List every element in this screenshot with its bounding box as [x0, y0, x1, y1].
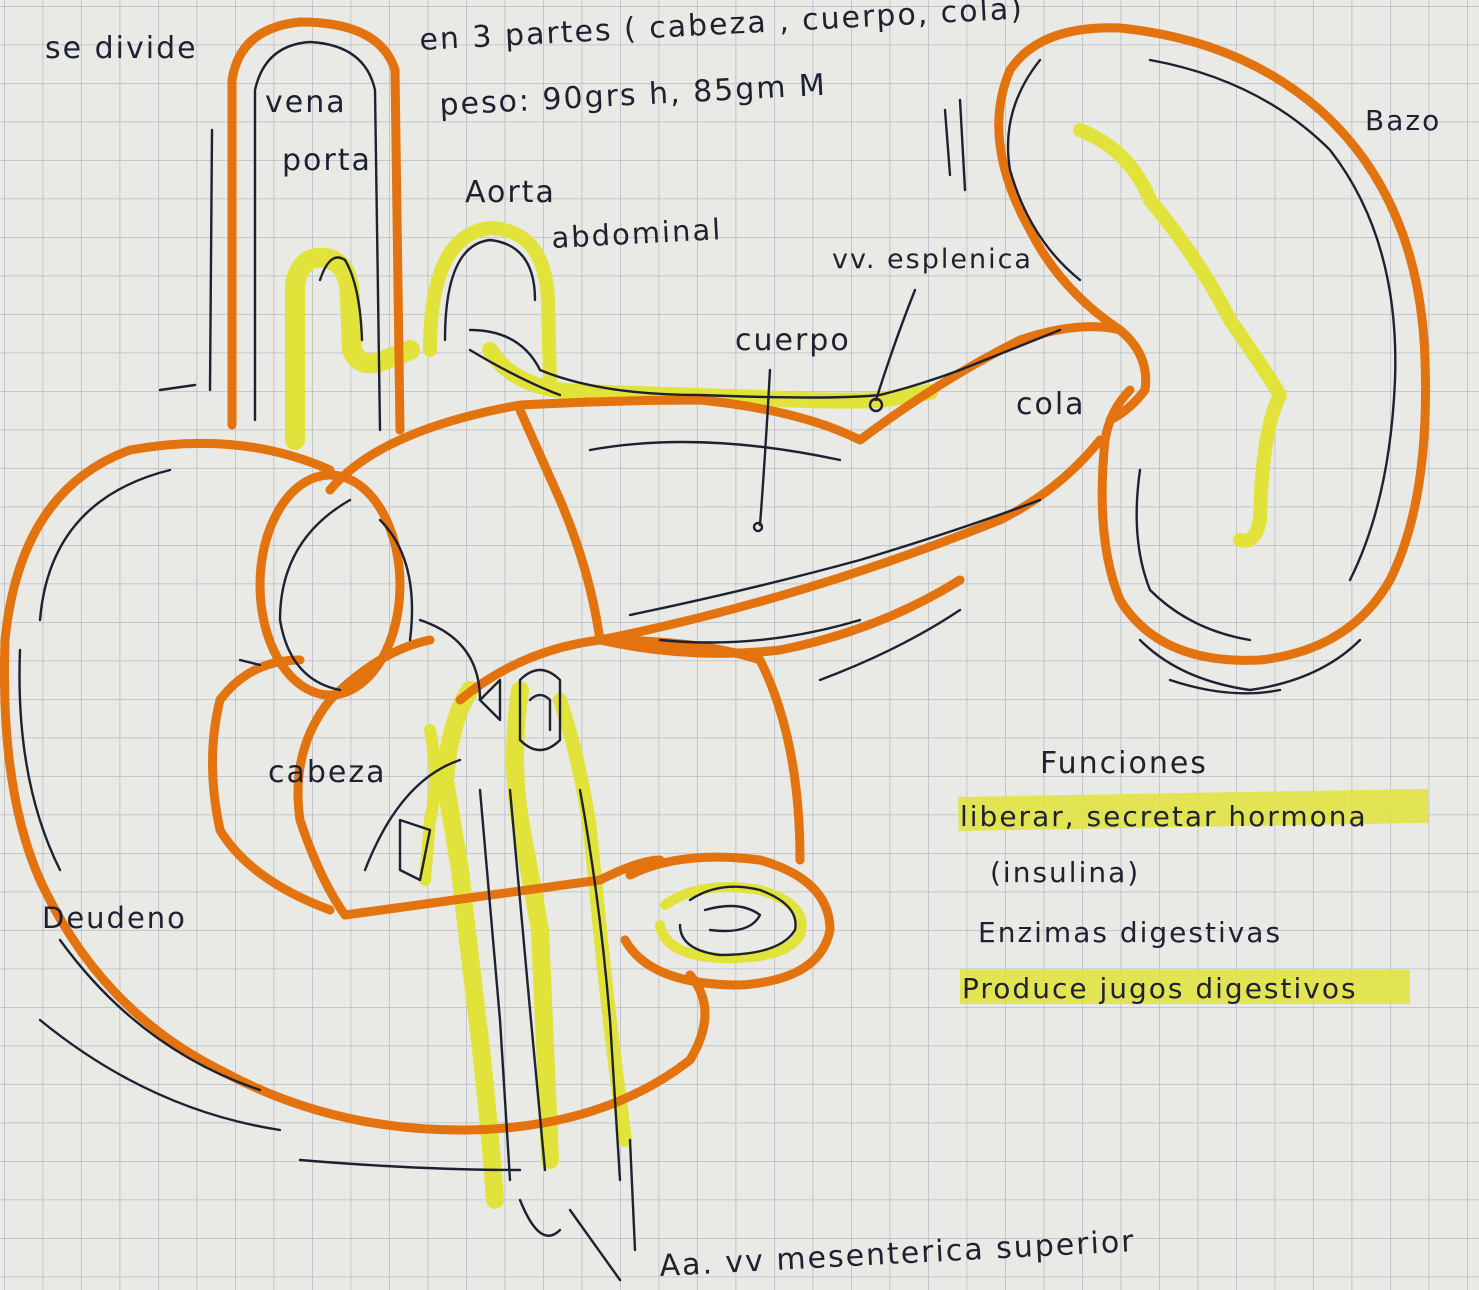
label-cuerpo: cuerpo — [735, 323, 851, 358]
label-vena: vena — [265, 85, 347, 120]
funciones-item4: Produce jugos digestivos — [962, 972, 1358, 1005]
funciones-title: Funciones — [1040, 746, 1208, 781]
label-deudeno: Deudeno — [42, 901, 187, 935]
header-line1: se divide — [45, 31, 198, 66]
label-bazo: Bazo — [1365, 104, 1441, 137]
label-porta: porta — [282, 143, 372, 178]
funciones-item2: (insulina) — [990, 856, 1140, 889]
funciones-item1: liberar, secretar hormona — [960, 800, 1368, 833]
label-aorta: Aorta — [465, 175, 556, 210]
funciones-item3: Enzimas digestivas — [978, 916, 1282, 949]
label-vv-esplenica: vv. esplenica — [832, 244, 1033, 275]
label-cola: cola — [1016, 387, 1086, 422]
label-cabeza: cabeza — [268, 755, 387, 790]
